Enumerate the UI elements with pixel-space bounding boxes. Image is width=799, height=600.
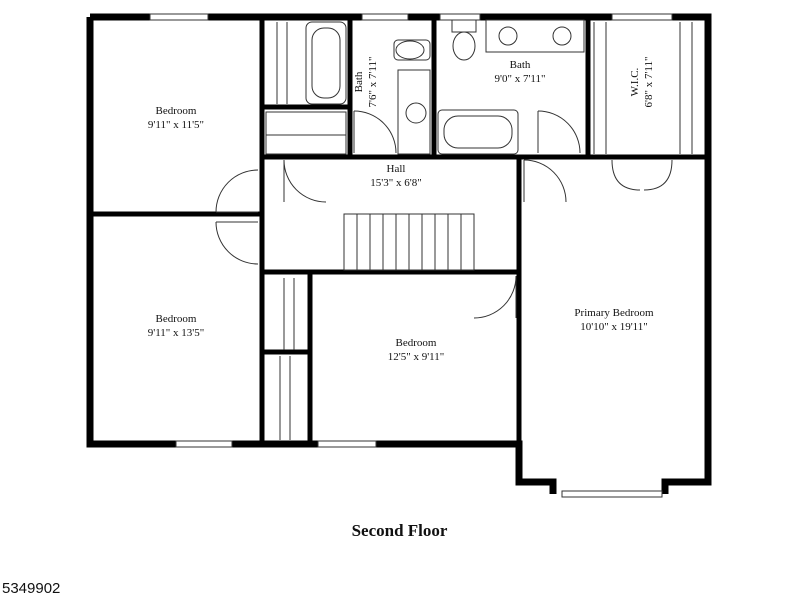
room-label-wic: W.I.C.6'8" x 7'11" [629, 56, 655, 107]
windows [149, 13, 673, 498]
room-size: 9'0" x 7'11" [494, 73, 545, 85]
room-label-hall: Hall 15'3" x 6'8" [370, 163, 421, 189]
exterior-walls [86, 13, 712, 494]
room-label-bedroom-nw: Bedroom 9'11" x 11'5" [148, 105, 204, 131]
room-name: Bedroom [156, 313, 197, 325]
room-label-bedroom-sw: Bedroom 9'11" x 13'5" [148, 313, 205, 339]
room-size: 10'10" x 19'11" [580, 321, 648, 333]
room-name: Bath [353, 71, 365, 92]
room-name: Primary Bedroom [574, 307, 654, 319]
room-name: Bedroom [156, 105, 197, 117]
room-label-primary-bedroom: Primary Bedroom 10'10" x 19'11" [574, 307, 654, 333]
room-size: 9'11" x 11'5" [148, 119, 204, 131]
room-size: 6'8" x 7'11" [643, 56, 655, 107]
room-size: 12'5" x 9'11" [388, 351, 445, 363]
room-name: Hall [387, 163, 406, 175]
room-label-bedroom-s: Bedroom 12'5" x 9'11" [388, 337, 445, 363]
fixtures [215, 19, 693, 440]
room-name: Bath [510, 59, 531, 71]
room-size: 9'11" x 13'5" [148, 327, 205, 339]
room-label-bath-large: Bath 9'0" x 7'11" [494, 59, 545, 85]
listing-id: 5349902 [2, 580, 61, 597]
room-name: Bedroom [396, 337, 437, 349]
room-name: W.I.C. [629, 67, 641, 96]
room-size: 7'6" x 7'11" [367, 56, 379, 107]
interior-walls [90, 17, 708, 444]
floor-title: Second Floor [351, 521, 448, 540]
room-size: 15'3" x 6'8" [370, 177, 421, 189]
